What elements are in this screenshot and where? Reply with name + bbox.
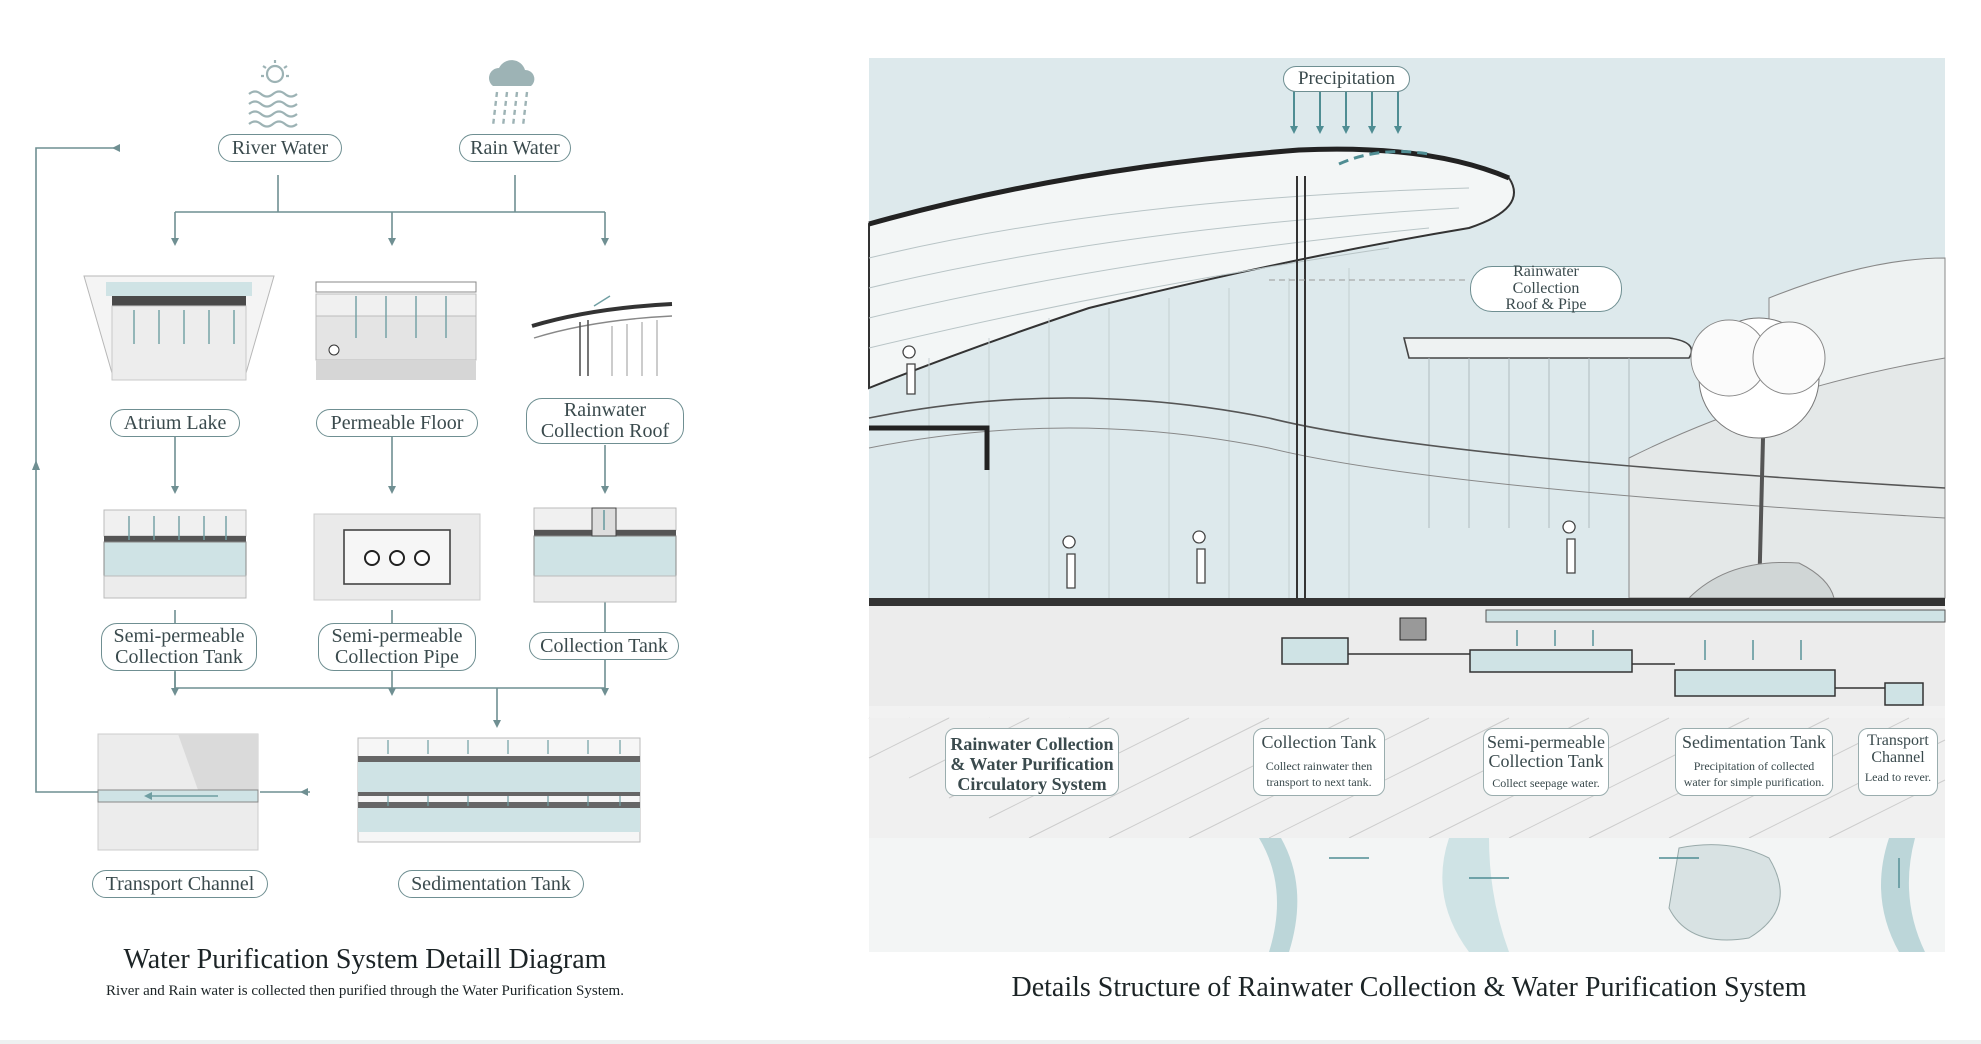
collection-tank-desc: Collect rainwater then transport to next… [1265, 758, 1373, 790]
transport-channel-illustration [97, 733, 259, 851]
semi-permeable-tank-title: Semi-permeable Collection Tank [1487, 732, 1605, 771]
collection-tank-label: Collection Tank [529, 632, 679, 660]
rainwater-roof-illustration [531, 295, 673, 376]
semi-permeable-tank-box: Semi-permeable Collection Tank Collect s… [1483, 728, 1609, 796]
collection-tank-title: Collection Tank [1261, 732, 1377, 752]
bottom-strip [0, 1040, 1981, 1044]
permeable-floor-illustration [315, 281, 477, 380]
precipitation-label: Precipitation [1283, 66, 1410, 92]
collection-tank-illustration [533, 507, 677, 603]
left-diagram-title: Water Purification System Detaill Diagra… [123, 944, 607, 975]
semi-permeable-tank-illustration [103, 509, 247, 599]
tree-icon [1690, 317, 1826, 599]
sun-river-icon [248, 60, 298, 128]
sedimentation-tank-desc: Precipitation of collected water for sim… [1683, 758, 1825, 790]
rainwater-collection-roof-label: Rainwater Collection Roof [526, 398, 684, 444]
roof-pipe-label: Rainwater Collection Roof & Pipe [1470, 263, 1622, 313]
sedimentation-tank-illustration [357, 737, 641, 843]
transport-channel-box: Transport Channel Lead to rever. [1858, 728, 1938, 796]
section-illustration [868, 58, 1946, 952]
transport-channel-desc: Lead to rever. [1864, 769, 1932, 784]
semi-permeable-pipe-illustration [313, 513, 481, 601]
atrium-lake-illustration [83, 275, 275, 381]
left-diagram-subtitle: River and Rain water is collected then p… [106, 983, 624, 999]
sedimentation-tank-box: Sedimentation Tank Precipitation of coll… [1675, 728, 1833, 796]
sedimentation-tank-label: Sedimentation Tank [398, 870, 584, 898]
permeable-floor-label: Permeable Floor [316, 409, 478, 437]
semi-permeable-collection-tank-label: Semi-permeable Collection Tank [101, 623, 257, 671]
atrium-lake-label: Atrium Lake [110, 409, 240, 437]
transport-channel-title: Transport Channel [1867, 732, 1929, 766]
system-label: Rainwater Collection & Water Purificatio… [945, 728, 1119, 796]
river-water-label: River Water [218, 134, 342, 162]
semi-permeable-collection-pipe-label: Semi-permeable Collection Pipe [318, 623, 476, 671]
rain-water-label: Rain Water [459, 134, 571, 162]
right-diagram-title: Details Structure of Rainwater Collectio… [1011, 972, 1807, 1003]
transport-channel-label: Transport Channel [92, 870, 268, 898]
collection-tank-box: Collection Tank Collect rainwater then t… [1253, 728, 1385, 796]
semi-permeable-tank-desc: Collect seepage water. [1492, 775, 1600, 790]
rain-cloud-icon [489, 60, 535, 127]
sedimentation-tank-title: Sedimentation Tank [1682, 732, 1826, 752]
